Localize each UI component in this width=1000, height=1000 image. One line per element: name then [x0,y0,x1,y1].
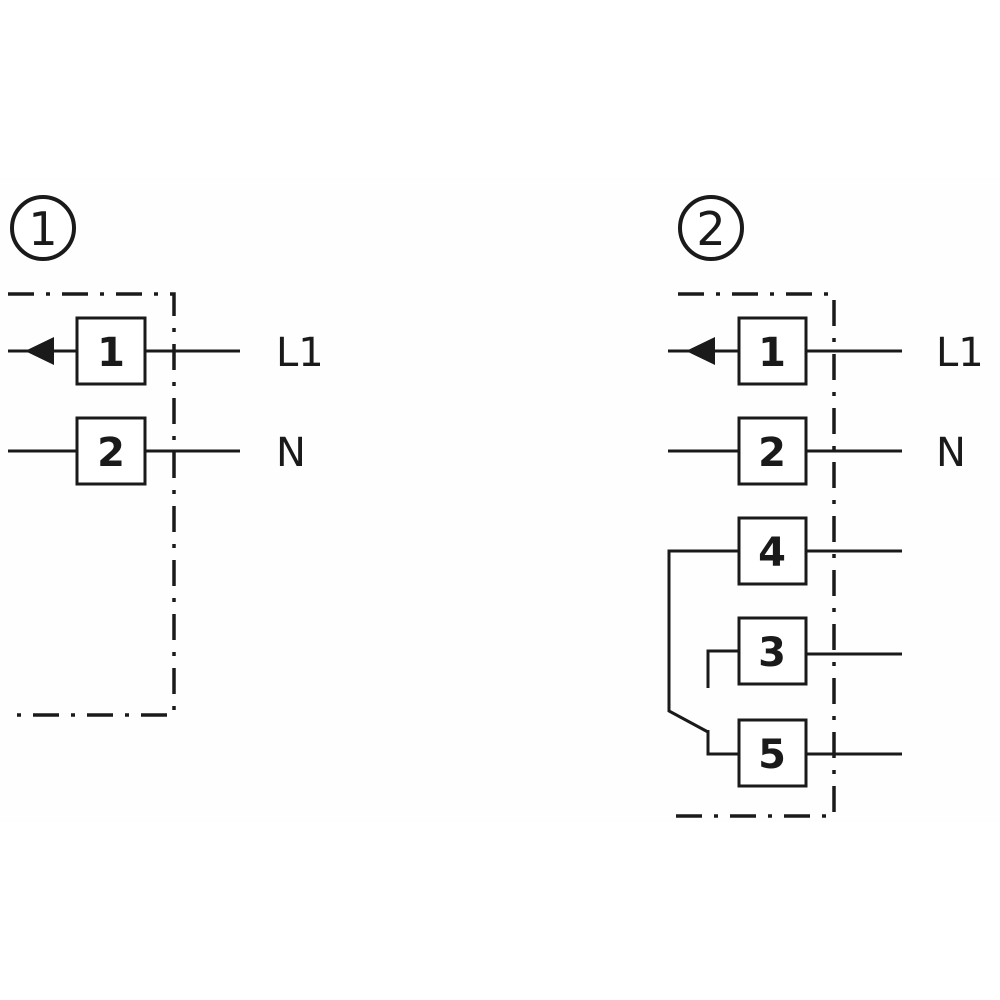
terminal-label: L1 [936,330,984,376]
terminal-number: 2 [97,430,125,476]
terminal-number: 2 [758,430,786,476]
terminal-number: 3 [758,630,786,676]
terminal-number: 1 [758,330,786,376]
terminal-number: 1 [97,330,125,376]
diagram-panel [0,178,1000,822]
diagram-2-terminal-3: 3 [737,616,902,686]
terminal-label: N [936,430,966,476]
diagram-2-terminal-5: 5 [737,718,902,788]
diagram-2-enclosure-frame [670,292,836,818]
terminal-box [737,516,808,586]
terminal-label: N [276,430,306,476]
diagram-2-terminal-4: 4 [737,516,902,586]
terminal-box [737,718,808,788]
terminal-box [737,316,808,386]
terminal-box [75,416,147,486]
diagram-1-enclosure-frame [8,292,176,717]
diagram-1-marker-circle [10,195,76,261]
terminal-number: 4 [758,530,786,576]
diagram-1-marker-number: 1 [28,202,57,256]
diagram-2: 2 1 L1 2 N 4 [667,195,984,818]
diagram-1-terminal-2: 2 N [8,416,306,486]
terminal-label: L1 [276,330,324,376]
terminal-box [737,616,808,686]
diagram-1: 1 1 L1 2 N [8,195,324,717]
arrow-left-icon [686,337,715,365]
arrow-left-icon [25,337,54,365]
switch-common-wire [667,549,739,734]
diagram-2-marker-number: 2 [696,202,725,256]
diagram-2-terminal-1: 1 L1 [668,316,984,386]
switch-contact-3-wire [706,649,739,688]
switch-contact-5-wire [706,730,739,756]
terminal-box [75,316,147,386]
diagram-1-terminal-1: 1 L1 [8,316,324,386]
terminal-box [737,416,808,486]
diagram-2-marker-circle [678,195,744,261]
diagram-2-switch-contact [667,549,739,756]
diagram-2-terminal-2: 2 N [668,416,966,486]
terminal-number: 5 [758,732,786,778]
